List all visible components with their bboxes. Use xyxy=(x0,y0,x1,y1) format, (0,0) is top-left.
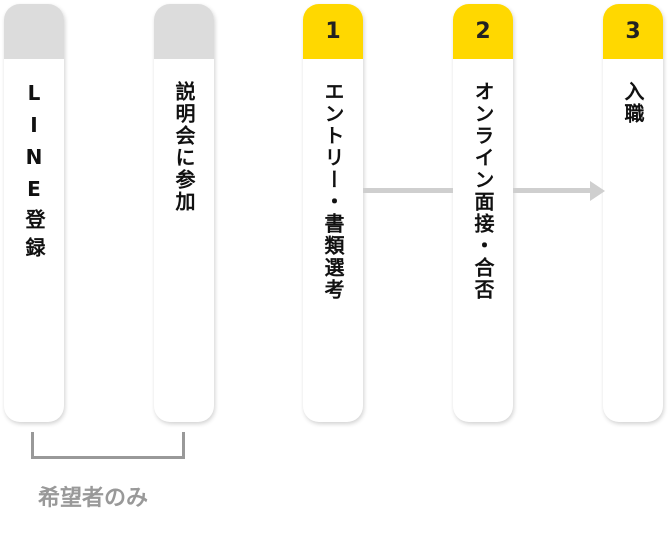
step-line-register: LINE登録 xyxy=(4,4,64,422)
connector-line xyxy=(363,188,453,193)
step-interview: 2 オンライン面接・合否 xyxy=(453,4,513,422)
step-label: オンライン面接・合否 xyxy=(471,81,495,301)
step-label: エントリー・書類選考 xyxy=(321,81,345,301)
step-label: LINE登録 xyxy=(22,81,46,265)
step-entry: 1 エントリー・書類選考 xyxy=(303,4,363,422)
optional-bracket xyxy=(31,432,185,459)
step-number: 2 xyxy=(453,4,513,59)
arrow-head-icon xyxy=(590,181,605,201)
step-header xyxy=(154,4,214,59)
step-hire: 3 入職 xyxy=(603,4,663,422)
step-header xyxy=(4,4,64,59)
connector-arrow xyxy=(513,188,593,193)
step-briefing: 説明会に参加 xyxy=(154,4,214,422)
step-number: 1 xyxy=(303,4,363,59)
step-number: 3 xyxy=(603,4,663,59)
step-label: 説明会に参加 xyxy=(172,81,196,213)
step-label: 入職 xyxy=(621,81,645,125)
optional-note: 希望者のみ xyxy=(38,486,149,511)
